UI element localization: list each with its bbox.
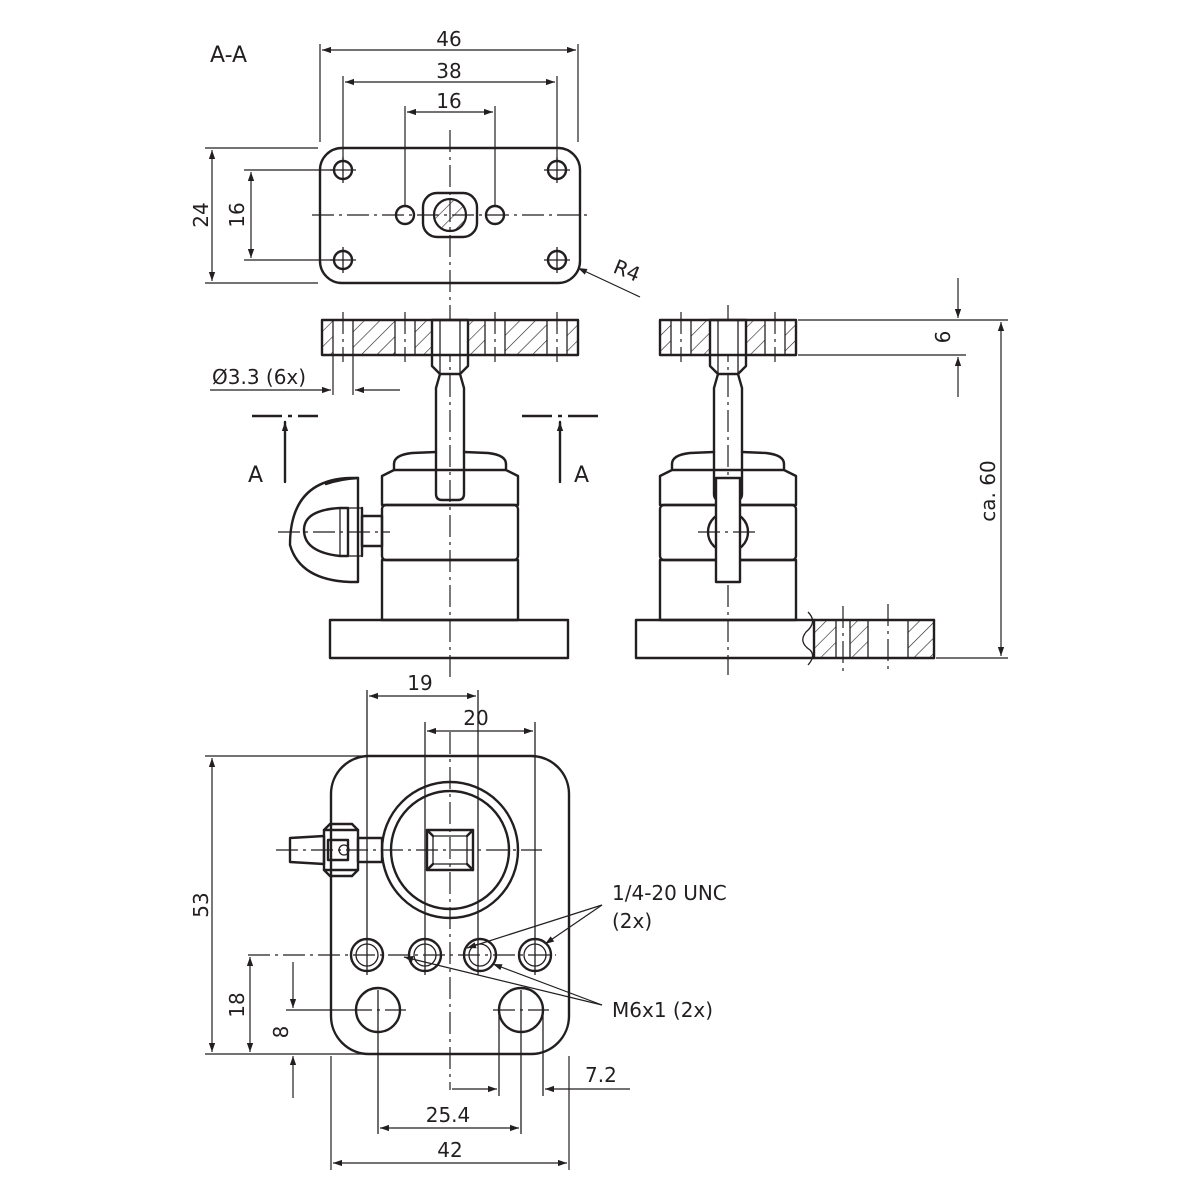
dim-label-25-4: 25.4 bbox=[426, 1103, 471, 1127]
base-hex-nut bbox=[425, 828, 475, 872]
front-lock-knob bbox=[278, 476, 390, 584]
center-nut-section bbox=[421, 191, 479, 239]
section-marker-right: A bbox=[522, 414, 598, 488]
front-head-body bbox=[328, 450, 570, 660]
dim-label-hole-dia: Ø3.3 (6x) bbox=[212, 365, 306, 389]
dim-label-19: 19 bbox=[407, 671, 432, 695]
dim-label-16-side: 16 bbox=[225, 202, 249, 227]
base-plan-view: 19 20 53 18 8 7.2 25.4 42 1/4-20 UNC bbox=[189, 671, 727, 1170]
side-base-break-section bbox=[802, 604, 936, 674]
metric-thread-callout: M6x1 (2x) bbox=[403, 956, 713, 1022]
radius-leader bbox=[577, 267, 641, 298]
dim-label-38: 38 bbox=[436, 59, 461, 83]
dim-label-20: 20 bbox=[463, 706, 488, 730]
svg-text:A: A bbox=[248, 463, 263, 488]
front-elevation-view: Ø3.3 (6x) A A bbox=[210, 312, 598, 660]
dim-label-7-2: 7.2 bbox=[585, 1063, 617, 1087]
dim-label-overall-height: ca. 60 bbox=[976, 460, 1000, 521]
dim-label-24: 24 bbox=[189, 202, 213, 227]
front-ball-stem bbox=[434, 372, 466, 502]
section-title: A-A bbox=[210, 43, 247, 68]
base-lock-screw bbox=[288, 822, 384, 878]
dim-label-18: 18 bbox=[225, 992, 249, 1017]
side-lock-knob bbox=[698, 476, 760, 584]
dim-label-53: 53 bbox=[189, 892, 213, 917]
svg-text:A: A bbox=[574, 463, 589, 488]
dim-label-16-top: 16 bbox=[436, 89, 461, 113]
thread-hole-row bbox=[248, 937, 556, 973]
unc-count-label: (2x) bbox=[612, 909, 652, 933]
radius-label: R4 bbox=[610, 254, 644, 286]
unc-thread-label: 1/4-20 UNC bbox=[612, 881, 727, 905]
dim-label-6: 6 bbox=[931, 331, 955, 344]
dim-label-46: 46 bbox=[436, 27, 461, 51]
metric-thread-label: M6x1 (2x) bbox=[612, 998, 713, 1022]
dim-label-8: 8 bbox=[269, 1026, 293, 1039]
front-plate-section bbox=[320, 312, 580, 362]
side-elevation-view: 6 ca. 60 bbox=[634, 278, 1008, 675]
unc-thread-callout: 1/4-20 UNC (2x) bbox=[466, 881, 727, 949]
section-marker-left: A bbox=[248, 414, 318, 488]
dim-label-42: 42 bbox=[437, 1138, 462, 1162]
